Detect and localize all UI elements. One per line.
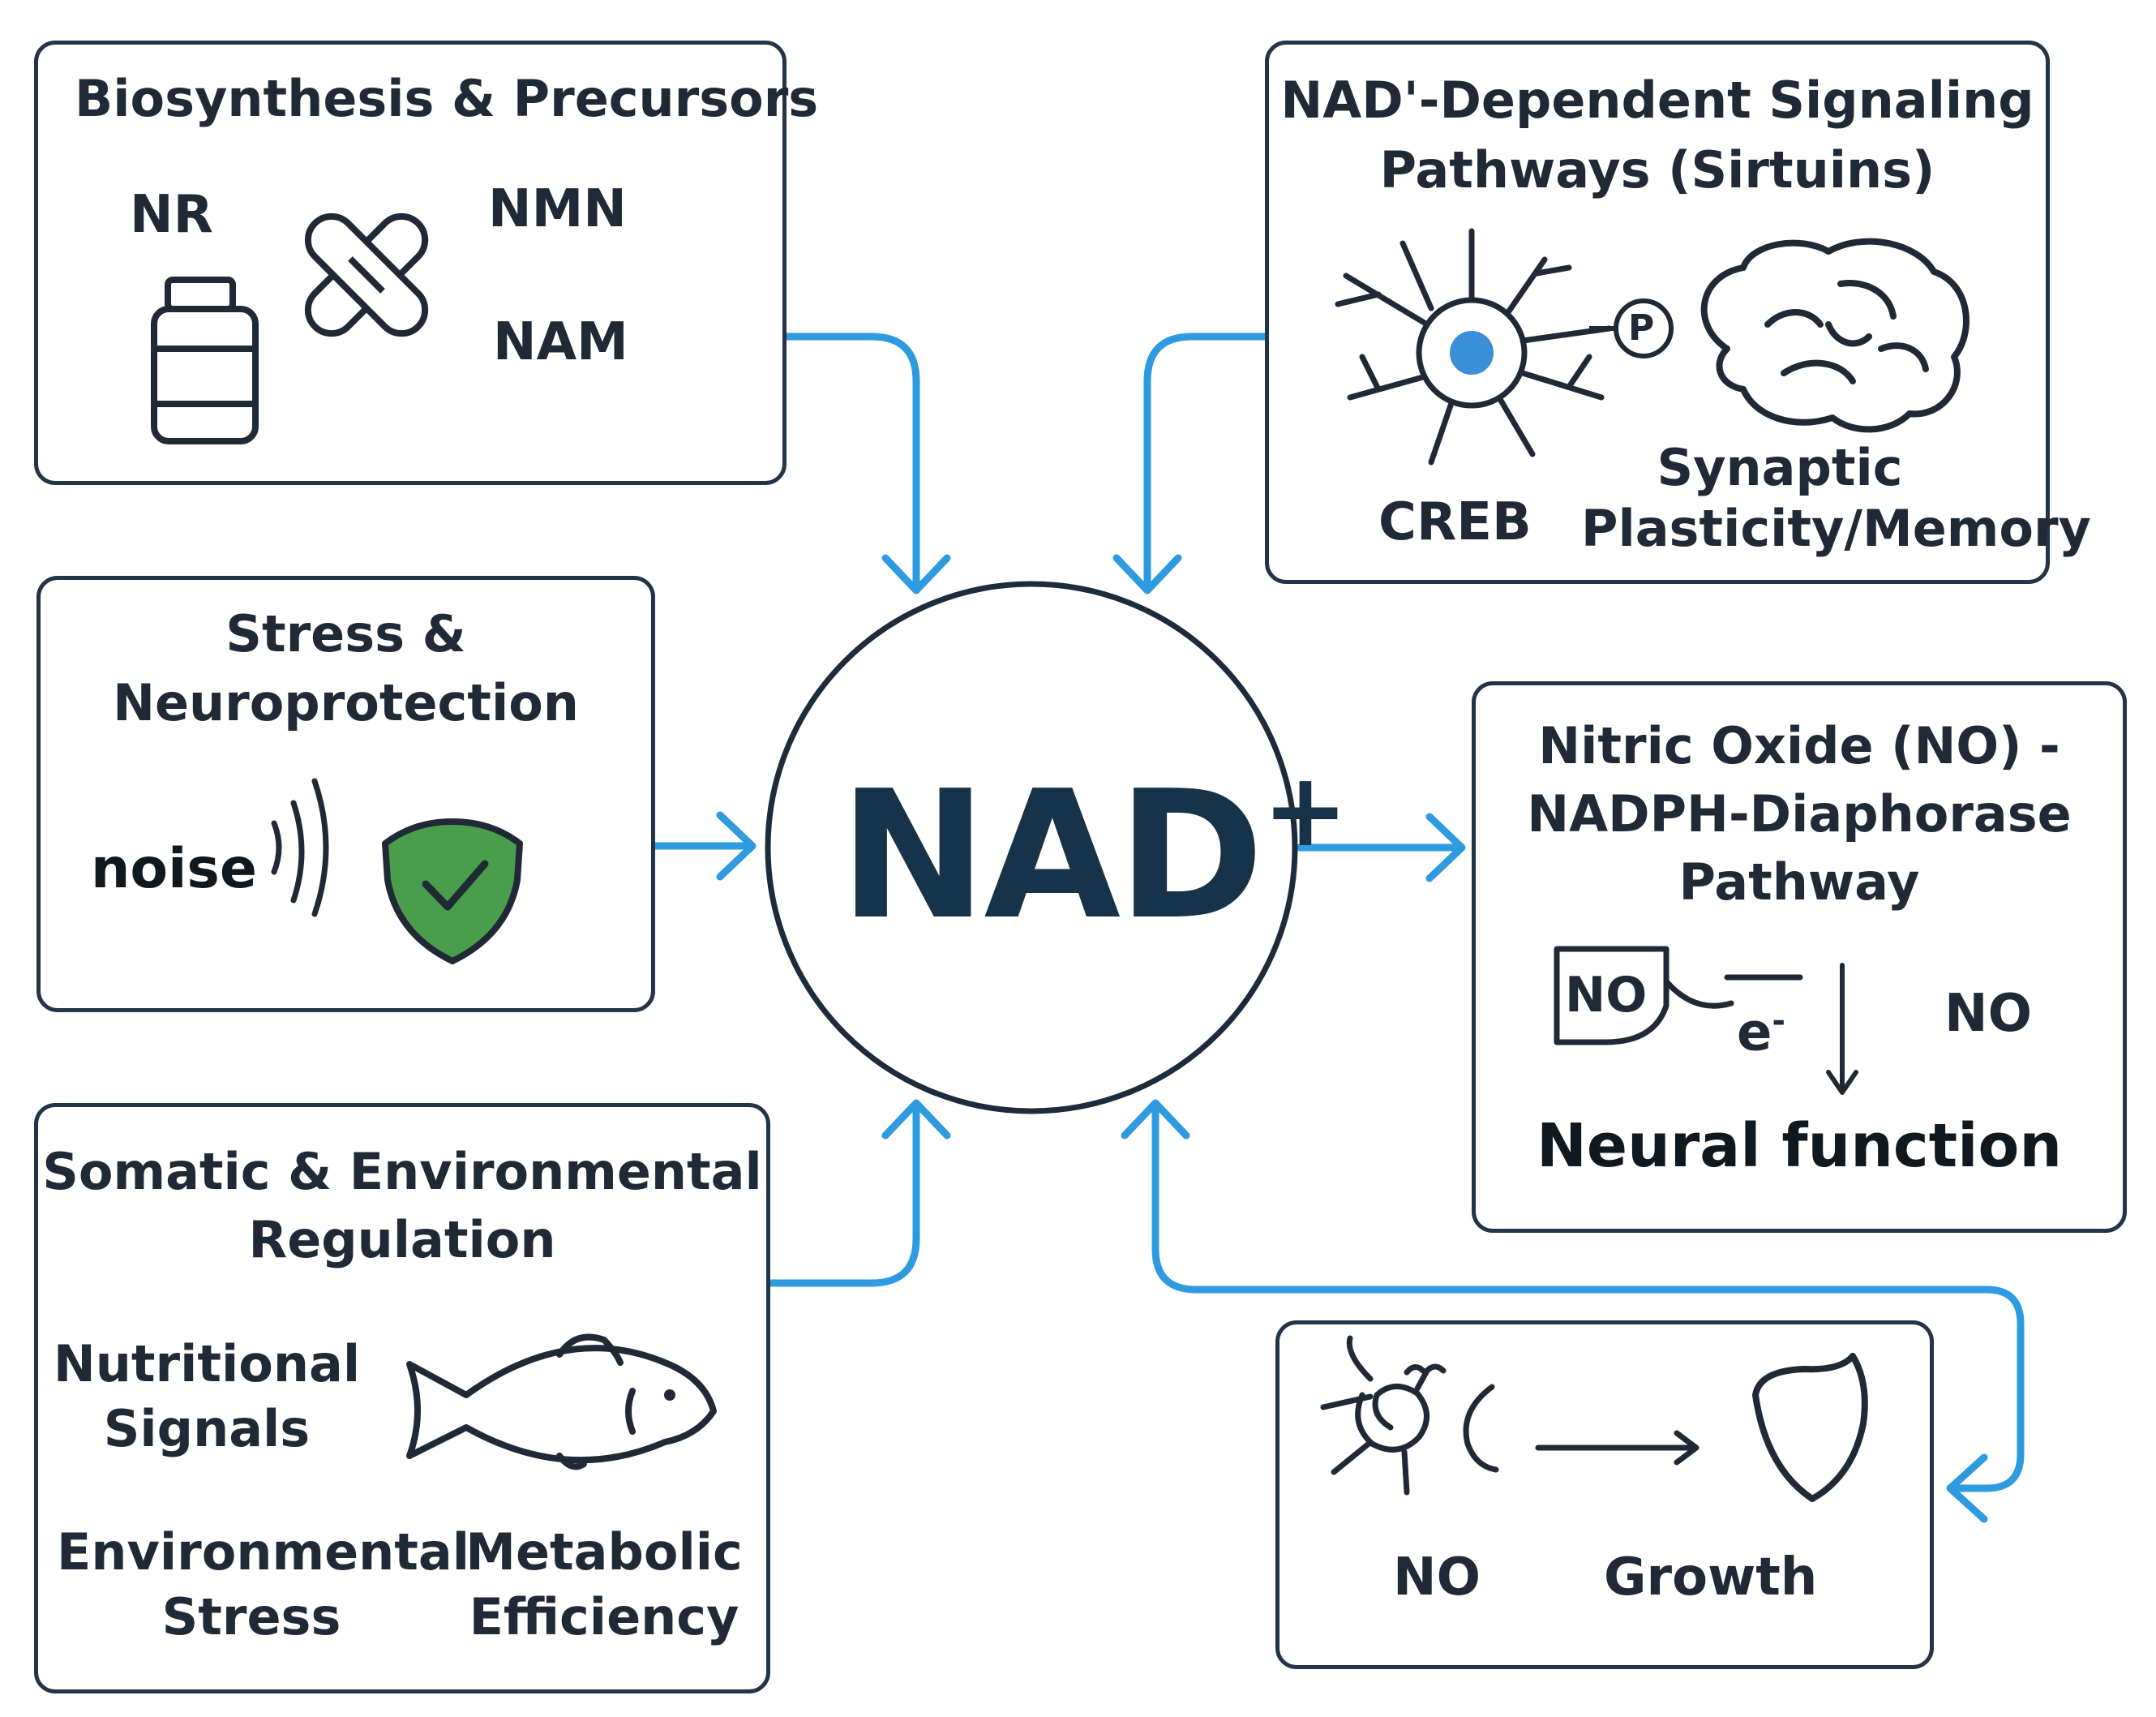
arrow-biosynthesis-to-nad: [782, 333, 920, 590]
arrowhead-growth: [1946, 1453, 1988, 1523]
arrowhead-nitric: [1425, 813, 1466, 882]
somatic-panel: [34, 1103, 770, 1693]
arrow-nad-growth-loop: [1151, 1103, 2025, 1492]
brain-icon: [1700, 238, 1970, 433]
arrowhead-nad-up: [1121, 1099, 1190, 1140]
phosphate-icon: [1614, 298, 1674, 358]
growth-label: Growth: [1604, 1547, 1818, 1608]
capsule-pills-icon: [304, 212, 429, 337]
arrow-signaling-to-nad: [1143, 333, 1269, 590]
right-arrow-icon: [1535, 1430, 1700, 1466]
nitric-title-line2: NADPH-Diaphorase: [1527, 784, 2072, 843]
signaling-title-line2: Pathways (Sirtuins): [1379, 140, 1935, 200]
nad-label-superscript: +: [1262, 750, 1348, 869]
arrowhead-signaling: [1112, 554, 1182, 595]
connector-arrows: [651, 333, 2025, 1523]
electron-label: e-: [1737, 991, 1785, 1062]
environmental-line1: Environmental: [57, 1522, 469, 1582]
stress-title-line1: Stress &: [225, 604, 466, 663]
nutritional-line1: Nutritional: [53, 1334, 361, 1393]
metabolic-line1: Metabolic: [465, 1522, 743, 1582]
creb-label: CREB: [1378, 492, 1532, 552]
noise-label: noise: [91, 837, 258, 901]
stress-panel: [36, 576, 655, 1012]
stress-title-line2: Neuroprotection: [113, 673, 579, 732]
nitric-oxide-panel: [1472, 681, 2127, 1233]
no-box-icon: [1554, 946, 1803, 1045]
phosphate-label: P: [1628, 307, 1655, 349]
arrowhead-biosynthesis: [881, 554, 951, 595]
nitric-title-line1: Nitric Oxide (NO) -: [1538, 716, 2060, 775]
somatic-title-line2: Regulation: [248, 1210, 556, 1269]
fish-icon: [406, 1333, 717, 1470]
supplement-bottle-icon: [151, 277, 259, 444]
arrow-somatic-to-nad: [766, 1103, 920, 1287]
growth-no-label: NO: [1393, 1547, 1481, 1608]
nad-label: NAD+: [839, 759, 1348, 945]
down-arrow-icon: [1826, 963, 1858, 1095]
electron-symbol: e: [1737, 1002, 1772, 1063]
fish-eye: [664, 1389, 675, 1401]
nitric-title-line3: Pathway: [1678, 852, 1920, 912]
glial-cell-icon: [1320, 1335, 1499, 1496]
shield-check-icon: [382, 818, 523, 964]
precursor-nam: NAM: [493, 312, 628, 372]
organ-icon: [1752, 1353, 1868, 1502]
metabolic-line2: Efficiency: [469, 1587, 739, 1646]
precursor-nmn: NMN: [488, 179, 627, 239]
no-box-label: NO: [1565, 967, 1648, 1024]
precursor-nr: NR: [130, 185, 213, 245]
neuron-nucleus: [1450, 331, 1494, 375]
nutritional-line2: Signals: [103, 1399, 311, 1458]
nad-circle: [765, 581, 1298, 1114]
electron-charge: -: [1772, 1002, 1786, 1040]
no-label: NO: [1944, 984, 2032, 1044]
biosynthesis-title: Biosynthesis & Precursors: [75, 69, 819, 128]
sound-waves-icon: [271, 778, 329, 917]
signaling-title-line1: NAD'-Dependent Signaling: [1280, 71, 2034, 130]
somatic-title-line1: Somatic & Environmental: [42, 1142, 762, 1201]
neural-function-label: Neural function: [1536, 1111, 2063, 1181]
environmental-line2: Stress: [161, 1587, 341, 1646]
arrowhead-somatic: [881, 1099, 951, 1140]
nad-label-main: NAD: [839, 753, 1264, 959]
arrowhead-stress: [716, 811, 757, 881]
plasticity-line1: Synaptic: [1657, 438, 1903, 497]
plasticity-line2: Plasticity/Memory: [1581, 499, 2091, 558]
